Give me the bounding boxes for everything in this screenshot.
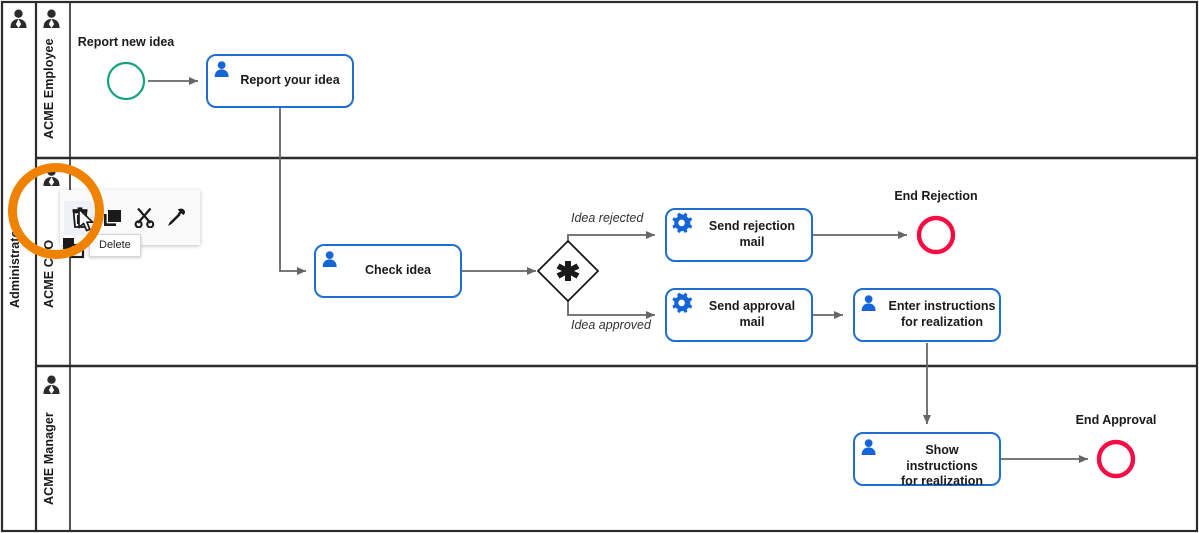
cut-button[interactable] xyxy=(128,201,160,235)
lane-label-acme-manager: ACME Manager xyxy=(42,412,56,506)
exclusive-gateway[interactable] xyxy=(536,239,600,303)
tooltip-delete: Delete xyxy=(89,234,141,257)
lane-participant-icon-employee xyxy=(43,9,60,28)
task-send-rejection-mail[interactable] xyxy=(665,208,813,262)
service-task-gear-icon xyxy=(672,292,693,313)
task-check-idea[interactable] xyxy=(314,244,462,298)
flow-label-idea-rejected: Idea rejected xyxy=(571,211,644,225)
flow-label-idea-approved: Idea approved xyxy=(571,318,651,332)
eyedropper-icon xyxy=(167,208,185,226)
end-event-approval[interactable] xyxy=(1096,439,1136,479)
paste-icon xyxy=(63,238,85,259)
start-event-label: Report new idea xyxy=(77,35,175,49)
delete-button[interactable] xyxy=(64,200,96,235)
user-task-icon xyxy=(861,439,876,455)
end-event-rejection[interactable] xyxy=(916,215,956,255)
service-task-gear-icon xyxy=(672,212,693,233)
user-task-icon xyxy=(861,295,876,311)
start-event-report-new-idea[interactable] xyxy=(106,61,146,101)
paste-button[interactable] xyxy=(62,236,90,260)
task-enter-instructions[interactable] xyxy=(853,288,1001,342)
lane-participant-icon-ceo xyxy=(43,167,60,186)
task-show-instructions[interactable] xyxy=(853,432,1001,486)
copy-button[interactable] xyxy=(96,201,128,235)
format-button[interactable] xyxy=(160,201,192,235)
copy-icon xyxy=(103,209,121,226)
end-approval-label: End Approval xyxy=(1075,413,1157,427)
end-rejection-label: End Rejection xyxy=(894,189,978,203)
user-task-icon xyxy=(214,61,229,77)
sequence-flow-report-to-check[interactable] xyxy=(279,107,306,275)
pool-participant-icon xyxy=(10,9,27,28)
task-send-approval-mail[interactable] xyxy=(665,288,813,342)
pool-label-administrator: Administrator xyxy=(8,224,22,309)
gateway-x-icon xyxy=(556,261,580,281)
trash-icon xyxy=(72,207,88,228)
lane-participant-icon-manager xyxy=(43,375,60,394)
sequence-flow-gateway-to-rejection[interactable] xyxy=(567,231,655,243)
task-report-your-idea[interactable] xyxy=(206,54,354,108)
lane-label-acme-ceo: ACME CEO xyxy=(42,239,56,308)
sequence-flow-gateway-to-approval[interactable] xyxy=(567,299,655,319)
user-task-icon xyxy=(322,251,337,267)
scissors-icon xyxy=(134,207,154,228)
